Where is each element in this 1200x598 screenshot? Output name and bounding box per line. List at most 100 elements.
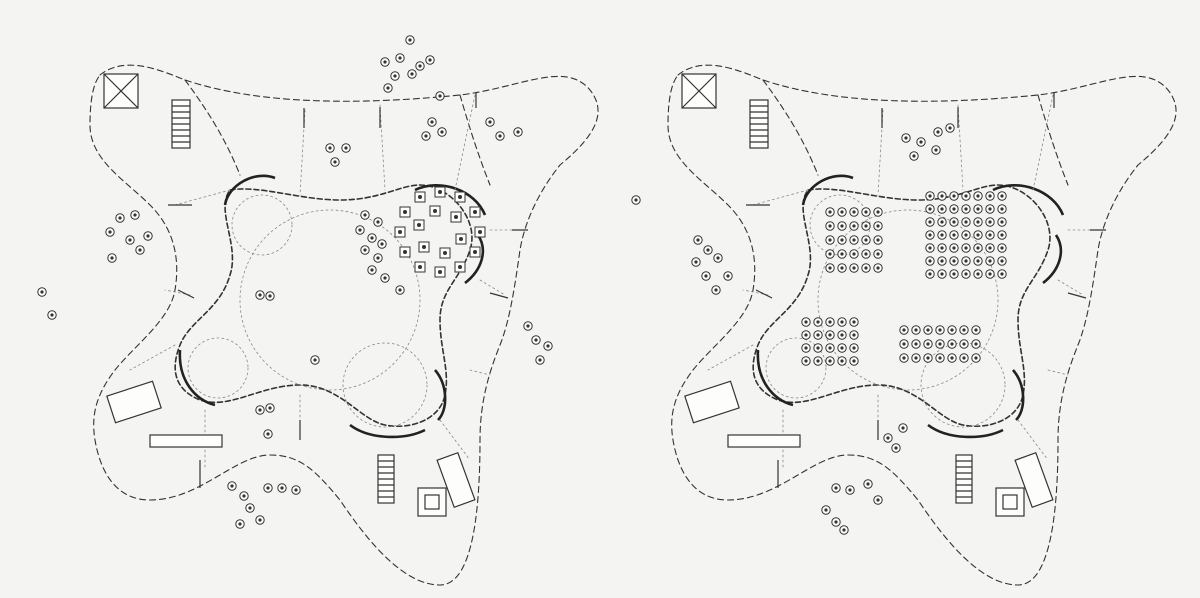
person-icon [380,273,390,283]
right-occupants [631,123,1007,535]
person-icon [849,235,859,245]
person-icon [937,230,947,240]
chair-icon [394,226,406,238]
chair-icon [399,246,411,258]
person-icon [861,235,871,245]
person-icon [911,353,921,363]
person-icon [437,127,447,137]
person-icon [831,483,841,493]
chair-icon [429,205,441,217]
person-icon [861,207,871,217]
person-icon [813,317,823,327]
person-icon [373,253,383,263]
person-icon [125,235,135,245]
person-icon [373,217,383,227]
person-icon [949,191,959,201]
person-icon [949,269,959,279]
person-icon [825,221,835,231]
person-icon [949,230,959,240]
person-icon [380,57,390,67]
chair-icon [434,186,446,198]
person-icon [985,256,995,266]
person-icon [997,230,1007,240]
person-icon [961,191,971,201]
person-icon [245,503,255,513]
person-icon [291,485,301,495]
person-icon [825,235,835,245]
person-icon [801,317,811,327]
person-icon [997,256,1007,266]
person-icon [945,123,955,133]
person-icon [997,204,1007,214]
person-icon [971,353,981,363]
person-icon [513,127,523,137]
chair-icon [418,241,430,253]
person-icon [255,290,265,300]
person-icon [837,235,847,245]
person-icon [263,429,273,439]
person-icon [947,325,957,335]
person-icon [949,243,959,253]
chair-icon [413,219,425,231]
chair-icon [469,246,481,258]
person-icon [985,230,995,240]
person-icon [935,325,945,335]
person-icon [427,117,437,127]
person-icon [898,423,908,433]
person-icon [873,249,883,259]
person-icon [973,204,983,214]
person-icon [849,249,859,259]
person-icon [325,143,335,153]
person-icon [711,285,721,295]
person-icon [925,217,935,227]
person-icon [899,325,909,335]
person-icon [825,317,835,327]
person-icon [837,263,847,273]
person-icon [395,53,405,63]
person-icon [227,481,237,491]
chair-icon [450,211,462,223]
person-icon [543,341,553,351]
person-icon [425,55,435,65]
chair-icon [454,191,466,203]
person-icon [37,287,47,297]
person-icon [813,356,823,366]
person-icon [935,353,945,363]
person-icon [360,210,370,220]
chair-icon [474,226,486,238]
person-icon [873,221,883,231]
person-icon [949,204,959,214]
person-icon [961,217,971,227]
person-icon [937,204,947,214]
person-icon [973,243,983,253]
person-icon [973,217,983,227]
person-icon [997,217,1007,227]
chair-icon [454,261,466,273]
person-icon [239,491,249,501]
person-icon [813,330,823,340]
person-icon [933,127,943,137]
person-icon [959,353,969,363]
person-icon [713,253,723,263]
person-icon [523,321,533,331]
person-icon [973,191,983,201]
person-icon [947,339,957,349]
person-icon [837,207,847,217]
person-icon [909,151,919,161]
person-icon [849,356,859,366]
person-icon [883,433,893,443]
person-icon [801,330,811,340]
person-icon [495,131,505,141]
person-icon [931,145,941,155]
person-icon [825,343,835,353]
person-icon [863,479,873,489]
person-icon [143,231,153,241]
chair-icon [399,206,411,218]
person-icon [911,325,921,335]
person-icon [961,204,971,214]
person-icon [925,230,935,240]
person-icon [973,269,983,279]
person-icon [837,356,847,366]
person-icon [277,483,287,493]
person-icon [925,269,935,279]
